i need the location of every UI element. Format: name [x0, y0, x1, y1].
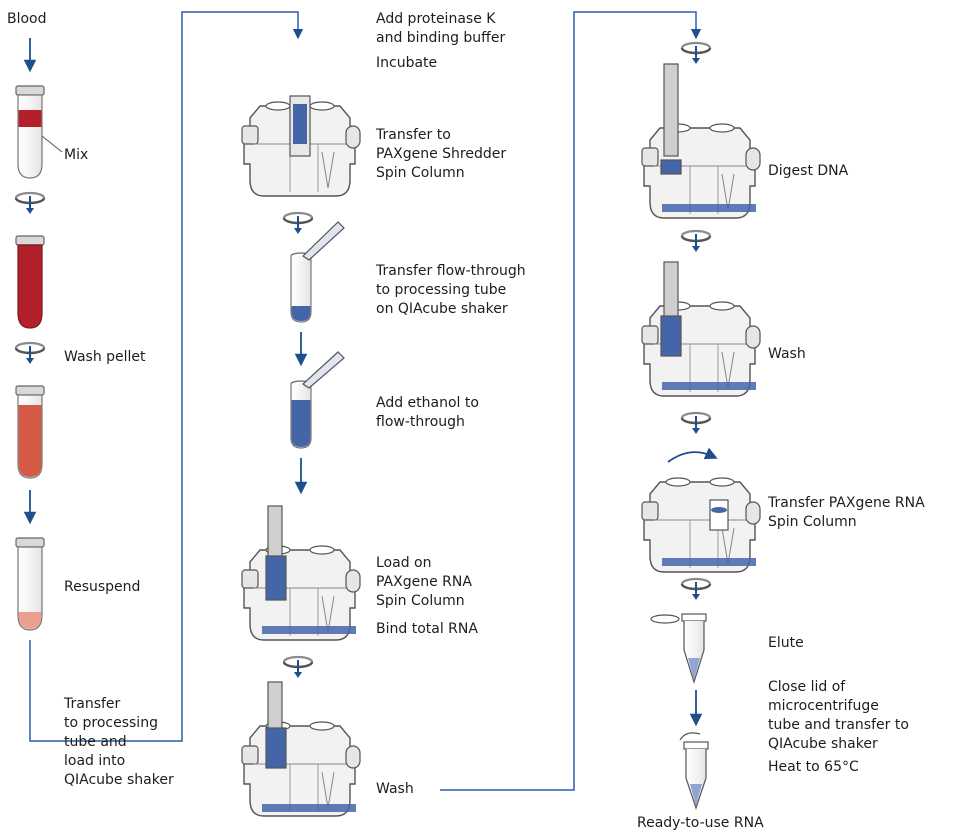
column-3: [641, 41, 761, 810]
shaker-rotor-adapter-icon: [241, 95, 361, 197]
processing-tube-icon: [290, 252, 312, 323]
centrifuge-rotation-icon: [680, 229, 712, 254]
label-transfer-flow: Transfer flow-through to processing tube…: [376, 263, 526, 317]
shaker-rotor-adapter-icon: [641, 477, 761, 573]
shaker-rotor-adapter-icon: [241, 681, 361, 817]
column-1: [14, 38, 63, 631]
label-heat: Heat to 65°C: [768, 759, 859, 775]
label-load-rna: Load on PAXgene RNA Spin Column: [376, 555, 472, 609]
transfer-arrow: [667, 447, 718, 463]
label-transfer-shredder: Transfer to PAXgene Shredder Spin Column: [376, 127, 507, 181]
blood-tube-icon: [15, 385, 45, 479]
label-blood: Blood: [7, 11, 47, 27]
pipette-icon: [302, 221, 345, 261]
centrifuge-rotation-icon: [282, 211, 314, 236]
shaker-rotor-adapter-icon: [641, 261, 761, 397]
blood-tube-icon: [15, 235, 45, 329]
blood-tube-icon: [15, 85, 63, 179]
processing-tube-icon: [290, 380, 312, 449]
label-add-ethanol: Add ethanol to flow-through: [376, 395, 479, 430]
label-elute: Elute: [768, 635, 804, 651]
shaker-rotor-adapter-icon: [641, 63, 761, 219]
label-resuspend: Resuspend: [64, 579, 141, 595]
label-transfer-load: Transfer to processing tube and load int…: [64, 696, 174, 788]
shaker-rotor-adapter-icon: [241, 505, 361, 641]
column-2: [241, 95, 361, 817]
centrifuge-rotation-icon: [282, 655, 314, 680]
pipette-icon: [302, 351, 345, 389]
flow-connector: [29, 11, 304, 742]
label-add-proteinase: Add proteinase K and binding buffer: [376, 11, 506, 46]
label-mix: Mix: [64, 147, 89, 163]
microcentrifuge-tube-icon: [650, 613, 707, 685]
label-transfer-rna-column: Transfer PAXgene RNA Spin Column: [768, 495, 925, 530]
label-bind-rna: Bind total RNA: [376, 621, 478, 637]
label-wash-mid: Wash: [376, 781, 414, 797]
microcentrifuge-tube-icon: [679, 732, 709, 810]
centrifuge-rotation-icon: [680, 577, 712, 602]
centrifuge-rotation-icon: [14, 341, 46, 366]
label-wash-pellet: Wash pellet: [64, 349, 146, 365]
label-close-lid: Close lid of microcentrifuge tube and tr…: [768, 679, 909, 752]
label-wash-right: Wash: [768, 346, 806, 362]
label-digest-dna: Digest DNA: [768, 163, 849, 179]
blood-tube-icon: [15, 537, 45, 631]
flow-connector: [440, 11, 702, 791]
label-ready: Ready-to-use RNA: [637, 815, 764, 831]
centrifuge-rotation-icon: [680, 411, 712, 436]
centrifuge-rotation-icon: [680, 41, 712, 66]
centrifuge-rotation-icon: [14, 191, 46, 216]
label-incubate: Incubate: [376, 55, 438, 71]
